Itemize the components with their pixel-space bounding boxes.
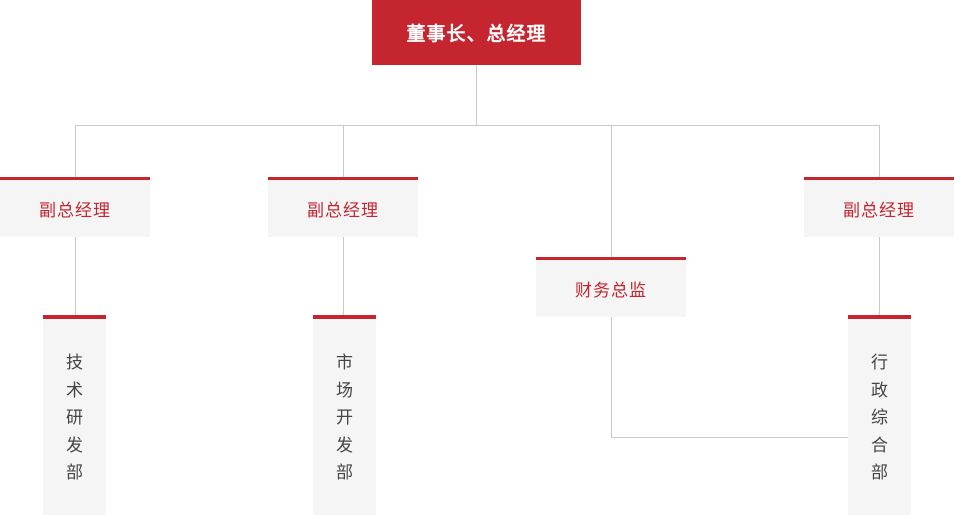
node-vgm-3-label: 副总经理 [843,201,915,220]
node-department-market-label: 市场开发部 [336,353,353,483]
node-chairman-label: 董事长、总经理 [406,24,547,45]
connector-bus-to-vgm-3 [879,125,880,177]
node-chairman-general-manager[interactable]: 董事长、总经理 [372,0,581,65]
node-vice-general-manager-1[interactable]: 副总经理 [0,177,150,237]
node-vice-general-manager-2[interactable]: 副总经理 [268,177,418,237]
connector-finance-down [611,317,612,437]
node-department-admin-label: 行政综合部 [871,353,888,483]
connector-bus-to-vgm-1 [75,125,76,177]
node-finance-director[interactable]: 财务总监 [536,257,686,317]
connector-bus-to-finance [611,125,612,257]
node-vgm-2-label: 副总经理 [307,201,379,220]
node-finance-director-label: 财务总监 [575,281,647,300]
connector-vgm3-to-dept-admin [879,237,880,315]
connector-finance-to-admin [611,437,849,438]
connector-vgm1-to-dept-rnd [75,237,76,315]
node-vice-general-manager-3[interactable]: 副总经理 [804,177,954,237]
node-department-rnd-label: 技术研发部 [66,353,83,483]
node-department-rnd[interactable]: 技术研发部 [43,315,106,515]
connector-vgm2-to-dept-market [343,237,344,315]
node-department-admin[interactable]: 行政综合部 [848,315,911,515]
node-vgm-1-label: 副总经理 [39,201,111,220]
connector-top-stem [476,65,477,125]
connector-horizontal-bus [75,125,879,126]
node-department-market[interactable]: 市场开发部 [313,315,376,515]
connector-bus-to-vgm-2 [343,125,344,177]
